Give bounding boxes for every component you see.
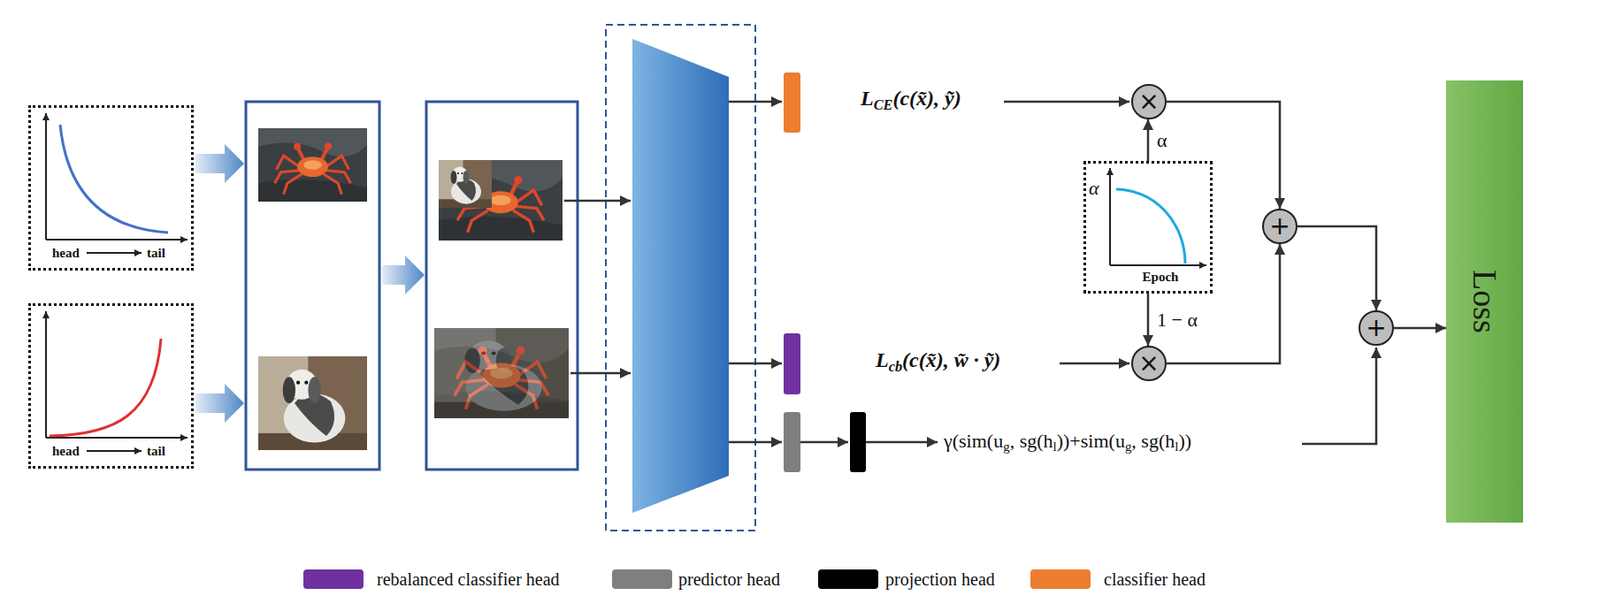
direction-arrow [86,450,142,452]
classifier-head [783,72,801,133]
axis [45,238,188,241]
decay-curve [60,124,169,233]
connector-arrow [1147,293,1150,346]
legend-swatch [612,569,673,590]
legend-text: rebalanced classifier head [376,568,560,590]
formula-text: (c(x̃), ỹ) [892,86,961,110]
axis-label: head [52,443,80,460]
block-arrow [195,144,245,184]
formula-subscript: cb [888,358,903,376]
alpha-curve [1116,189,1186,264]
formula-subscript: l [1053,439,1057,454]
multiply-operator: × [1131,84,1167,120]
edge-label: 1 − α [1155,309,1200,331]
axis [1109,168,1111,266]
operator-symbol: × [1138,89,1159,115]
mix-panel [426,101,578,470]
sum-operator: + [1358,310,1394,346]
arrow [1301,347,1377,445]
legend-text: classifier head [1103,568,1206,590]
crab-photo [258,128,368,202]
arrow [728,441,782,445]
head-arrows [728,101,1377,445]
formula-subscript: g [1002,439,1010,454]
legend-swatch [303,569,364,590]
legend-text: projection head [885,568,996,590]
axis-label: head [52,244,80,261]
dog-overlay [434,328,569,419]
formula-subscript: CE [873,96,894,114]
crab-photo [438,160,563,241]
dog-photo [258,356,368,451]
sample-panel [245,101,380,470]
arrow [728,100,782,104]
axis [45,113,47,240]
input-arrow [564,199,631,203]
connector-arrow [1166,101,1280,209]
predictor-head [783,412,801,473]
schedule-curve [1110,168,1207,266]
arrow [800,441,849,445]
distribution-plot: head tail [28,303,194,469]
loss-formula: LCE(c(x̃), ỹ) [860,84,962,119]
arrow [865,441,938,445]
multiply-operator: × [1131,345,1167,382]
dog-patch [438,160,492,208]
growth-curve [49,338,161,437]
connector-arrow [1147,119,1150,161]
projection-head [849,412,866,473]
connector-arrow [1297,226,1377,311]
axis-label: tail [146,244,166,261]
legend-swatch [818,569,879,590]
edge-label: α [1155,130,1170,152]
loss-box: Loss [1446,80,1524,523]
operator-symbol: + [1269,214,1290,239]
formula-text: , sg(h [1010,429,1054,452]
connector-arrow [1393,327,1447,330]
operator-symbol: × [1138,351,1159,376]
formula-text: )) [1178,429,1192,452]
formula-subscript: l [1174,439,1179,454]
formula-subscript: g [1125,439,1132,454]
input-arrow [570,372,631,376]
sum-operator: + [1262,208,1298,245]
loss-formula: Lcb(c(x̃), w̃ · ỹ) [875,346,1001,381]
block-arrow [382,255,425,295]
arrow [1059,362,1130,366]
schedule-plot: αEpoch [1083,160,1213,294]
axis [1110,264,1207,267]
axis-label: α [1088,177,1100,200]
formula-text: L [875,348,889,372]
distribution-plot: head tail [28,105,194,271]
loss-label: Loss [1466,269,1502,334]
axis-label: tail [146,443,166,460]
formula-text: , sg(h [1131,429,1175,452]
axis [45,311,47,438]
legend-text: predictor head [678,568,781,590]
arrow [728,362,782,366]
formula-text: (c(x̃), w̃ · ỹ) [902,348,1001,372]
connector-arrow [1166,244,1280,364]
crab-photo [434,328,569,419]
direction-arrow [86,252,142,254]
formula-text: L [860,86,874,110]
arrow [1003,100,1130,104]
encoder-trapezoid [632,38,729,513]
loss-formula: γ(sim(ug, sg(hl))+sim(ug, sg(hl)) [943,428,1192,460]
block-arrow [195,383,245,423]
axis [45,436,188,439]
axis-label: Epoch [1142,268,1179,285]
operator-symbol: + [1365,315,1386,341]
legend-swatch [1030,569,1091,590]
distribution-curves [45,113,188,452]
rebalanced-head [783,333,801,395]
formula-text: γ(sim(u [943,429,1003,452]
formula-text: ))+sim(u [1056,429,1126,452]
